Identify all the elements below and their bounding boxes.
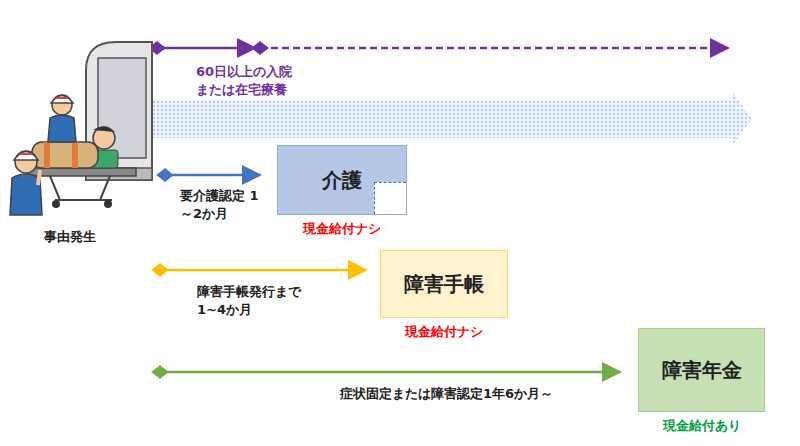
box-title: 介護 (322, 167, 362, 194)
pension-duration-label: 症状固定または障害認定1年6か月～ (340, 385, 620, 403)
care-duration-label: 要介護認定 1～2か月 (180, 187, 270, 222)
green-arrow (160, 371, 620, 374)
purple-arrow (157, 47, 255, 50)
payment-note: 現金給付ナシ (381, 323, 507, 341)
disability-pension-box: 障害年金現金給付あり (638, 328, 765, 412)
corner-mark (374, 182, 406, 214)
care-box: 介護現金給付ナシ (277, 145, 407, 215)
period-band-arrow (150, 93, 752, 145)
box-title: 障害手帳 (404, 271, 484, 298)
payment-note: 現金給付ナシ (278, 220, 406, 238)
yellow-arrow (160, 269, 366, 272)
purple-dashed-arrow (260, 47, 728, 50)
blue-arrow (165, 174, 260, 177)
event-label: 事由発生 (44, 228, 124, 246)
payment-note: 現金給付あり (639, 417, 764, 435)
disability-card-box: 障害手帳現金給付ナシ (380, 250, 508, 318)
card-duration-label: 障害手帳発行まで 1~4か月 (197, 283, 319, 318)
box-title: 障害年金 (662, 357, 742, 384)
ambulance-illustration (10, 42, 152, 215)
period-label: 60日以上の入院 または在宅療養 (196, 63, 314, 98)
